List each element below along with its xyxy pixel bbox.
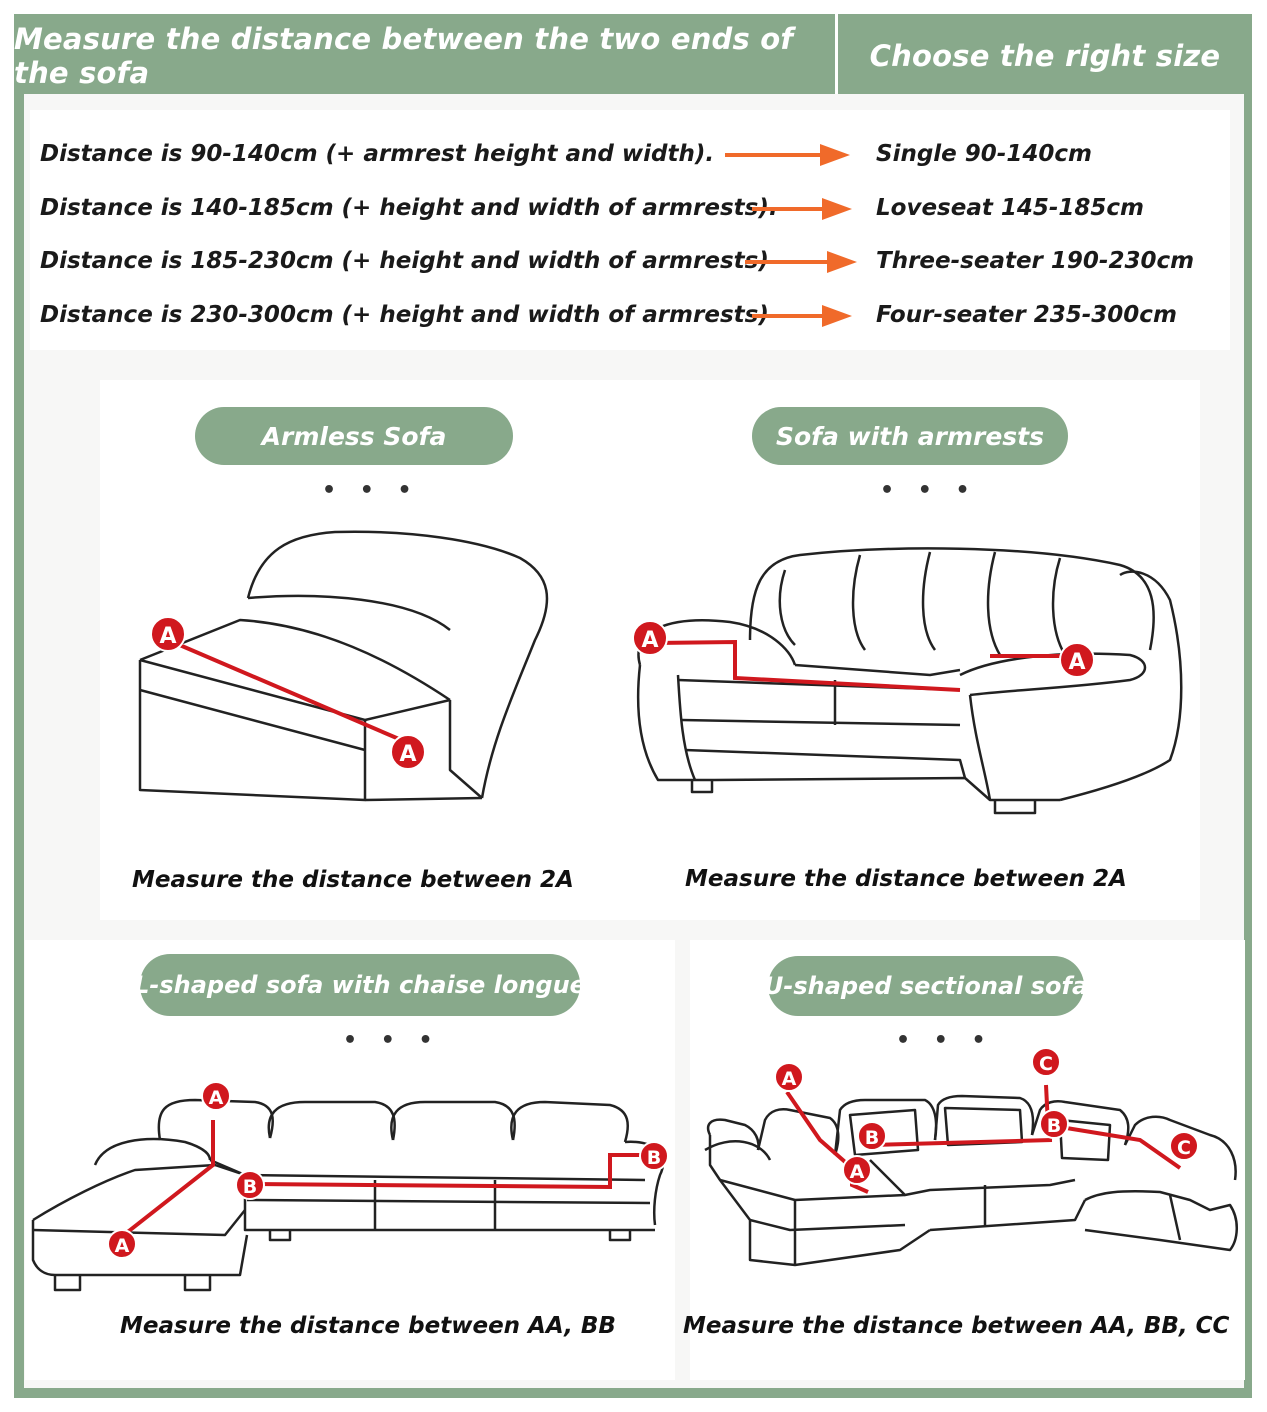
marker-label: B [243, 1176, 257, 1198]
marker-a: A [201, 1081, 231, 1111]
marker-label: B [647, 1147, 661, 1169]
size-result: Loveseat 145-185cm [876, 195, 1145, 221]
marker-label: A [782, 1068, 797, 1090]
label-u-shaped-sofa: U-shaped sectional sofa [764, 956, 1088, 1016]
marker-label: B [1047, 1115, 1061, 1137]
dots: • • • [880, 478, 978, 503]
u-shaped-sofa-illustration: A B B C [704, 1080, 1238, 1267]
size-table: Distance is 90-140cm (+ armrest height a… [30, 110, 1230, 350]
panel-l-shaped-sofa: L-shaped sofa with chaise longue • • • [25, 940, 675, 1380]
arrow-right-icon [752, 198, 852, 220]
panel-u-shaped-sofa: U-shaped sectional sofa • • • [683, 940, 1245, 1380]
marker-c: C [1031, 1047, 1061, 1077]
size-result: Four-seater 235-300cm [876, 302, 1177, 328]
size-result: Single 90-140cm [876, 141, 1092, 167]
marker-label: A [209, 1087, 224, 1109]
caption-l-shaped: Measure the distance between AA, BB [120, 1313, 616, 1339]
marker-c: C [1169, 1131, 1199, 1161]
panel-sofa-with-armrests: Sofa with armrests • • • [630, 380, 1200, 920]
armrest-sofa-illustration: A A [632, 547, 1183, 815]
caption-u-shaped: Measure the distance between AA, BB, CC [683, 1313, 1230, 1339]
marker-a: A [632, 620, 668, 656]
header-divider [835, 14, 838, 94]
arrow-right-icon [752, 305, 852, 327]
size-distance: Distance is 185-230cm (+ height and widt… [40, 248, 769, 274]
size-result: Three-seater 190-230cm [876, 248, 1195, 274]
marker-label: A [115, 1235, 130, 1257]
marker-a: A [107, 1229, 137, 1259]
arrow-right-icon [725, 144, 850, 166]
marker-label: A [159, 624, 176, 649]
dots: • • • [322, 478, 420, 503]
marker-a: A [1059, 642, 1095, 678]
marker-label: A [399, 742, 416, 767]
header-size-title: Choose the right size [869, 39, 1221, 73]
marker-b: B [639, 1141, 669, 1171]
header-measure-title: Measure the distance between the two end… [14, 22, 794, 90]
marker-label: C [1177, 1137, 1191, 1159]
label-sofa-with-armrests: Sofa with armrests [752, 407, 1068, 465]
label-armless-sofa: Armless Sofa [195, 407, 513, 465]
marker-label: A [850, 1161, 865, 1183]
marker-a: A [150, 616, 186, 652]
dots: • • • [896, 1028, 994, 1053]
marker-a: A [842, 1155, 872, 1185]
caption-armless: Measure the distance between 2A [132, 867, 574, 893]
caption-armrests: Measure the distance between 2A [685, 866, 1127, 892]
panel-armless-sofa: Armless Sofa • • • A A Meas [100, 380, 630, 920]
marker-a: A [390, 734, 426, 770]
marker-b: B [1039, 1109, 1069, 1139]
u-shaped-upper-markers: A C [774, 1047, 1061, 1092]
marker-a: A [774, 1062, 804, 1092]
marker-b: B [235, 1170, 265, 1200]
armless-sofa-illustration: A A [138, 530, 549, 802]
marker-b: B [857, 1121, 887, 1151]
arrow-right-icon [745, 251, 857, 273]
marker-label: A [1068, 650, 1085, 675]
l-shaped-sofa-illustration: A A B B [31, 1081, 669, 1292]
size-distance: Distance is 230-300cm (+ height and widt… [40, 302, 769, 328]
size-distance: Distance is 140-185cm (+ height and widt… [40, 195, 778, 221]
dots: • • • [343, 1028, 441, 1053]
label-l-shaped-sofa: L-shaped sofa with chaise longue [134, 954, 586, 1016]
marker-label: A [641, 628, 658, 653]
marker-label: B [865, 1127, 879, 1149]
size-distance: Distance is 90-140cm (+ armrest height a… [40, 141, 715, 167]
marker-label: C [1039, 1053, 1053, 1075]
